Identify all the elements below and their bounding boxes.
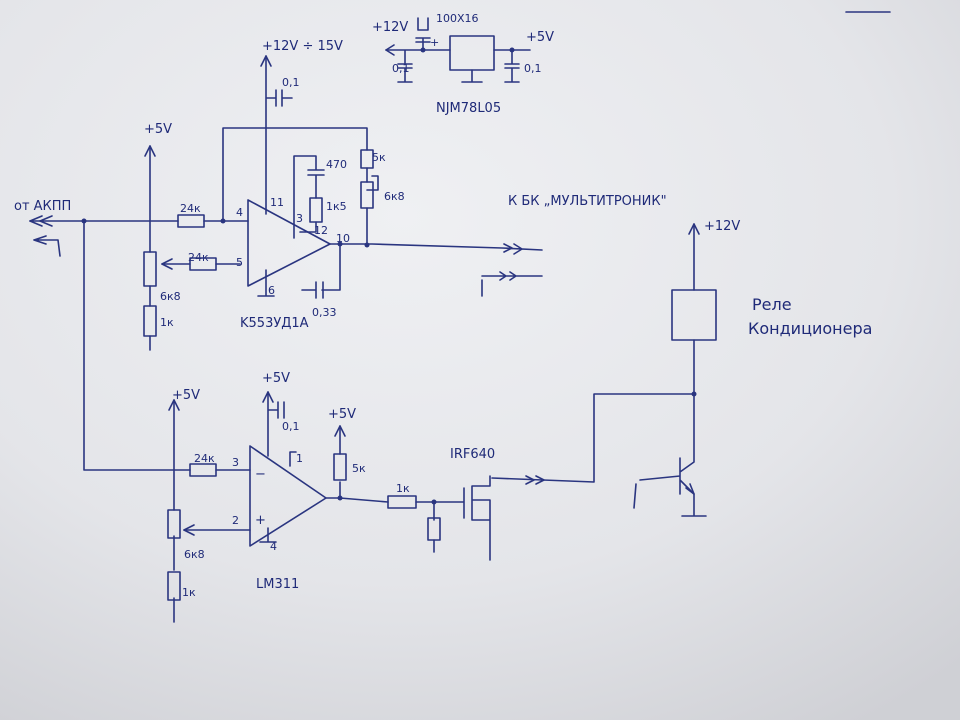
comparator-input-resistor-label: 24к [194,452,215,465]
comparator-pin-4: 4 [270,540,277,553]
opamp-input-resistor [177,214,205,228]
comparator-supply-label: +5V [262,371,290,386]
opamp-comp-resistor [309,197,323,223]
relay-label-line1: Реле [752,295,792,314]
opamp-pin-11: 11 [270,196,284,209]
opamp-stage: +12V ÷ 15V 0,1 +5V от АКПП 24к 24к 6к8 1… [14,39,667,351]
regulator-wires [385,17,531,83]
comparator-pullup-resistor [333,453,347,481]
opamp-fb-pot-label: 6к8 [384,190,405,203]
comparator-pin-2: 2 [232,514,239,527]
comparator-pot-low-resistor-label: 1к [182,586,196,599]
comparator-part-label: LM311 [256,577,299,592]
comparator-gate-resistor [387,495,417,509]
opamp-pot-low-resistor [143,305,157,337]
regulator-cap-polarity: + [430,36,439,49]
comparator-pullup-arrow [334,425,346,437]
comparator-pin-3: 3 [232,456,239,469]
comparator-pullup-supply-label: +5V [328,407,356,422]
comparator-plus-sign: + [255,513,266,528]
voltage-regulator-block: +12V 100X16 +5V 0,1 0,1 NJM78L05 + [372,12,554,116]
opamp-supply-label: +12V ÷ 15V [262,39,343,54]
opamp-symbol [247,199,331,287]
regulator-chip [449,35,495,71]
regulator-part-label: NJM78L05 [436,101,501,116]
opamp-pin-5: 5 [236,256,243,269]
opamp-comp-resistor-label: 1к5 [326,200,347,213]
opamp-pot [143,251,157,287]
mosfet-relay-stage: IRF640 +12V Реле Кондиционера [450,219,872,517]
opamp-pot-label: 6к8 [160,290,181,303]
relay-coil [671,289,717,341]
opamp-input-arrow [29,215,53,227]
opamp-fb-pot [360,181,374,209]
opamp-input-resistor-label: 24к [180,202,201,215]
comparator-symbol [249,445,327,547]
opamp-input-ground [33,235,61,257]
opamp-comp-cap-label: 470 [326,158,347,171]
opamp-pot-low-resistor-label: 1к [160,316,174,329]
comparator-wires [83,220,491,623]
comparator-input-resistor [189,463,217,477]
opamp-output-label: К БК „МУЛЬТИТРОНИК" [508,194,667,209]
opamp-node-fb-out [364,242,370,248]
opamp-ref-resistor [189,257,217,271]
regulator-input-voltage: +12V [372,20,408,35]
comparator-supply-arrow [262,391,274,403]
mosfet-drain-arrows [525,475,545,485]
comparator-gate-pulldown-resistor [427,517,441,541]
opamp-fb-resistor [360,149,374,169]
comparator-gate-resistor-label: 1к [396,482,410,495]
opamp-fb-resistor-label: 5к [372,151,386,164]
opamp-wires [29,55,543,351]
opamp-supply-arrow [260,55,272,67]
relay-supply-label: +12V [704,219,740,234]
comparator-pot-wiper-arrow [183,524,195,536]
relay-supply-arrow [688,223,700,235]
relay-label-line2: Кондиционера [748,319,872,338]
regulator-cap-right-label: 0,1 [524,62,542,75]
opamp-pin-3: 3 [296,212,303,225]
transistor-emitter-arrow [685,483,695,495]
opamp-pin-12: 12 [314,224,328,237]
comparator-pin-1: 1 [296,452,303,465]
regulator-output-voltage: +5V [526,30,554,45]
opamp-node-out [337,241,343,247]
comparator-pot-low-resistor [167,571,181,601]
comparator-node-gate [431,499,437,505]
comparator-ref-supply-label: +5V [172,388,200,403]
comparator-stage: +5V 0,1 +5V 24к 6к8 1к +5V 5к 1к LM311 3… [83,220,491,623]
mosfet-part-label: IRF640 [450,447,495,462]
opamp-ref-supply-label: +5V [144,122,172,137]
regulator-input-cap-label: 100X16 [436,12,479,25]
comparator-pot-label: 6к8 [184,548,205,561]
opamp-supply-cap-label: 0,1 [282,76,300,89]
comparator-node-out [337,495,343,501]
comparator-ref-arrow [168,399,180,411]
opamp-pin-4: 4 [236,206,243,219]
opamp-pot-wiper-arrow [161,258,173,270]
comparator-supply-cap-label: 0,1 [282,420,300,433]
comparator-pot [167,509,181,539]
opamp-ref-supply-arrow [144,145,156,157]
comparator-minus-sign: − [255,467,266,482]
opamp-input-label: от АКПП [14,199,71,214]
regulator-node-in [420,47,426,53]
opamp-pin-6: 6 [268,284,275,297]
opamp-node-fb [220,218,226,224]
relay-node [691,391,697,397]
opamp-part-label: K553УД1А [240,316,309,331]
comparator-pullup-resistor-label: 5к [352,462,366,475]
regulator-input-arrow [385,44,395,56]
opamp-output-cap-label: 0,33 [312,306,337,319]
regulator-node-out [509,47,515,53]
